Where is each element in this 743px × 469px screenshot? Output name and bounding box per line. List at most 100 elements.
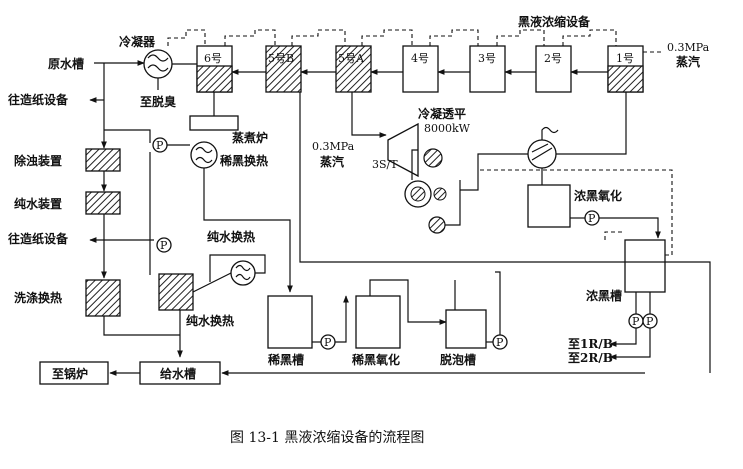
turbine-icon — [387, 122, 419, 178]
dilute-black-tank-label: 稀黑槽 — [268, 352, 304, 367]
dilute-black-tank — [267, 295, 313, 349]
vapour-line — [224, 29, 276, 46]
flow-line — [209, 254, 266, 282]
small-pump — [433, 187, 447, 201]
pump-label: P — [588, 212, 596, 225]
flow-line — [369, 279, 447, 325]
to-deodor-label: 至脱臭 — [140, 94, 176, 109]
pure-water-unit-label: 纯水装置 — [14, 196, 62, 211]
generator-icon — [423, 148, 443, 168]
to-1rb-label: 至1R/B — [568, 337, 613, 351]
condenser-coil — [147, 54, 169, 72]
heater-coil — [531, 143, 553, 161]
feed-tank-label: 给水槽 — [160, 366, 196, 381]
flow-line — [556, 92, 627, 155]
flow-line — [411, 149, 418, 180]
to-boiler-label: 至锅炉 — [52, 366, 88, 381]
effect-3 — [469, 45, 506, 93]
raw-water-tank-label: 原水槽 — [48, 56, 84, 71]
to-paper-1-label: 往造纸设备 — [8, 92, 69, 107]
hotwell-icon — [428, 216, 446, 234]
pure-heat-unit — [158, 273, 194, 311]
defoam-tank-label: 脱泡槽 — [440, 352, 476, 367]
defoam-tank — [445, 309, 487, 349]
effect-label-5b: 5号B — [268, 52, 294, 65]
steam-boiler-label: 蒸煮炉 — [232, 130, 268, 145]
vent-icon — [541, 126, 559, 140]
effect-label-5a: 5号A — [338, 52, 365, 65]
flow-line — [103, 316, 180, 336]
flow-line — [609, 328, 637, 347]
effect-label-3: 3号 — [478, 52, 496, 65]
pump-label: P — [632, 315, 640, 328]
conc-tank — [624, 239, 666, 293]
vapour-line — [496, 29, 545, 46]
flow-line — [609, 328, 651, 360]
turbidity-removal-label: 除浊装置 — [14, 153, 62, 168]
steam-top-label: 蒸汽 — [676, 54, 700, 69]
conc-oxid-label: 浓黑氧化 — [574, 188, 622, 203]
flow-line — [335, 295, 349, 343]
figure-caption: 图 13-1 黑液浓缩设备的流程图 — [230, 429, 424, 446]
flow-line — [299, 92, 711, 373]
effect-label-4: 4号 — [411, 52, 429, 65]
condenser-label: 冷凝器 — [119, 34, 156, 49]
pump-icon — [156, 237, 172, 253]
flow-line — [460, 153, 528, 191]
exchanger-coil — [235, 264, 251, 281]
to-paper-2-label: 往造纸设备 — [8, 231, 69, 246]
dilute-heat-exchanger-icon — [190, 141, 218, 169]
condenser-icon — [143, 49, 173, 79]
conc-oxid-tank — [527, 184, 571, 228]
pump-label: P — [496, 336, 504, 349]
effect-1-hatch — [607, 65, 644, 93]
dilute-oxid-tank — [355, 295, 401, 349]
steam-boiler — [189, 115, 239, 131]
conc-tank-label: 浓黑槽 — [586, 288, 622, 303]
vapour-line — [429, 29, 479, 46]
vapour-line — [291, 29, 346, 46]
vapour-line — [361, 29, 413, 46]
wash-heat-exchanger — [85, 279, 121, 317]
pure-heat-top-label: 纯水换热 — [207, 229, 255, 244]
pump-label: P — [324, 336, 332, 349]
wash-heat-label: 洗涤换热 — [14, 290, 62, 305]
to-2rb-label: 至2R/B — [568, 351, 613, 365]
vapour-line — [167, 29, 206, 46]
exchanger-coil — [195, 146, 213, 164]
pure-heat-exchanger-icon — [230, 260, 256, 286]
dashed-line — [478, 169, 673, 256]
flow-line — [495, 271, 501, 335]
dilute-heat-label: 稀黑换热 — [220, 153, 268, 168]
turbine-label: 冷凝透平 — [418, 106, 466, 121]
effect-label-6: 6号 — [204, 52, 222, 65]
effect-6-hatch — [196, 65, 233, 93]
flow-line — [104, 129, 151, 143]
flow-line — [192, 272, 232, 293]
flow-line — [351, 92, 387, 138]
effect-label-1: 1号 — [616, 52, 634, 65]
effect-2 — [535, 45, 572, 93]
steam-mid-label: 蒸汽 — [320, 154, 344, 169]
effect-5a — [335, 45, 372, 93]
equipment-title: 黑液浓缩设备 — [518, 14, 591, 29]
flow-line — [203, 168, 293, 293]
effect-4 — [402, 45, 439, 93]
pump-label: P — [156, 139, 164, 152]
pump-label: P — [160, 239, 168, 252]
vapour-line — [562, 29, 617, 46]
condenser-2-core — [410, 186, 426, 202]
pure-heat-bottom-label: 纯水换热 — [186, 313, 234, 328]
turbidity-removal-unit — [85, 148, 121, 172]
to-boiler-box — [39, 361, 109, 385]
turbine-tag: 3S/T — [372, 158, 398, 171]
turbine-power: 8000kW — [424, 122, 471, 135]
pure-water-unit — [85, 191, 121, 215]
dilute-oxid-label: 稀黑氧化 — [352, 352, 400, 367]
effect-5b — [265, 45, 302, 93]
steam-top-pressure: 0.3MPa — [667, 41, 710, 54]
pump-label: P — [646, 315, 654, 328]
effect-label-2: 2号 — [544, 52, 562, 65]
